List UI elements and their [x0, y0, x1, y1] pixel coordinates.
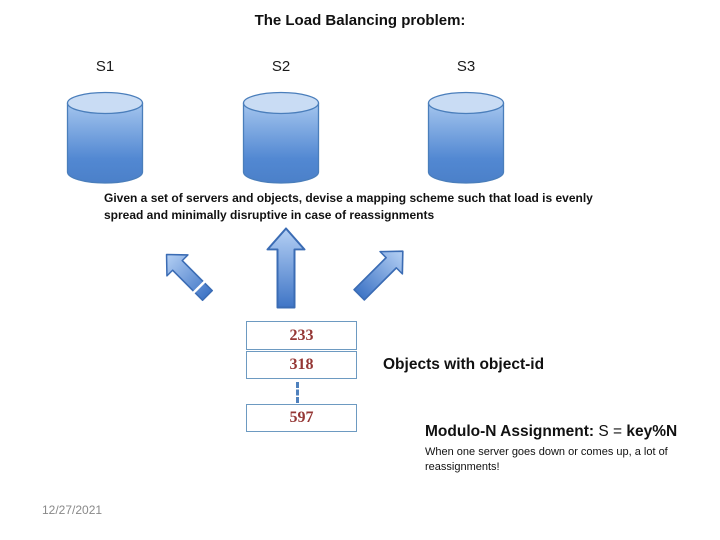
- assignment-heading-mid: S =: [594, 423, 627, 440]
- server-label-s2: S2: [271, 58, 291, 75]
- server-cylinder-icon: [66, 91, 144, 184]
- server-cylinder-icon: [242, 91, 320, 184]
- server-cylinder-icon: [427, 91, 505, 184]
- arrow-up-left-icon: [165, 253, 214, 302]
- objects-caption: Objects with object-id: [383, 356, 545, 373]
- problem-statement-line1: Given a set of servers and objects, devi…: [104, 191, 593, 205]
- server-label-s3: S3: [456, 58, 476, 75]
- arrow-up-right-icon: [353, 250, 404, 301]
- assignment-note: When one server goes down or comes up, a…: [425, 445, 668, 474]
- object-id-box: 233: [246, 321, 357, 350]
- dashed-connector-line: [296, 382, 299, 403]
- slide-date: 12/27/2021: [42, 503, 103, 517]
- assignment-heading: Modulo-N Assignment: S = key%N: [425, 423, 677, 441]
- object-id-value: 233: [289, 326, 314, 344]
- object-id-value: 318: [289, 356, 314, 373]
- assignment-note-line1: When one server goes down or comes up, a…: [425, 446, 668, 458]
- assignment-note-line2: reassignments!: [425, 460, 500, 473]
- slide-title: The Load Balancing problem:: [254, 12, 466, 29]
- problem-statement-line2: spread and minimally disruptive in case …: [104, 207, 435, 222]
- object-id-value: 597: [289, 409, 314, 426]
- object-id-box: 597: [246, 404, 357, 432]
- object-id-box: 318: [246, 351, 357, 379]
- arrow-up-icon: [266, 227, 306, 309]
- assignment-heading-label: Modulo-N Assignment:: [425, 423, 595, 440]
- assignment-heading-formula: key%N: [626, 423, 678, 440]
- server-label-s1: S1: [95, 58, 115, 75]
- problem-statement: Given a set of servers and objects, devi…: [104, 190, 614, 223]
